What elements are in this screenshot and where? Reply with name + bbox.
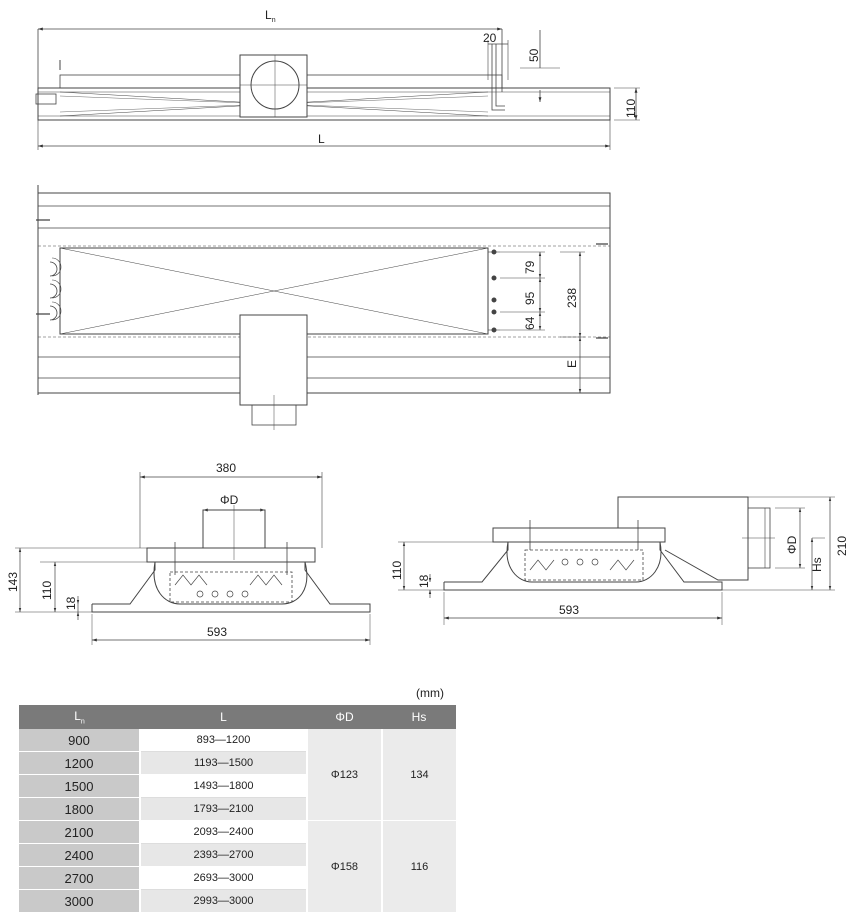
dim-95-label: 95 bbox=[523, 291, 537, 305]
dim-79-label: 79 bbox=[523, 260, 537, 274]
ln-dim-label: Ln bbox=[265, 8, 276, 24]
cell-l: 1193—1500 bbox=[140, 751, 308, 775]
cell-phid-group-1: Φ123 bbox=[307, 729, 383, 821]
table-row: 2700 2693—3000 bbox=[19, 866, 456, 890]
cell-ln: 1500 bbox=[19, 774, 141, 798]
cell-ln: 1800 bbox=[19, 797, 141, 821]
cell-ln: 900 bbox=[19, 729, 141, 752]
header-phid: ΦD bbox=[307, 705, 382, 729]
dim-phid-left-label: ΦD bbox=[220, 493, 239, 507]
cell-l: 1793—2100 bbox=[140, 797, 308, 821]
unit-label: (mm) bbox=[416, 686, 444, 700]
dim-380-label: 380 bbox=[216, 461, 236, 475]
cell-ln: 1200 bbox=[19, 751, 141, 775]
dim-110-right-label: 110 bbox=[390, 561, 404, 580]
dim-18-right-label: 18 bbox=[417, 574, 431, 588]
dim-143-label: 143 bbox=[6, 572, 20, 592]
dim-20-label: 20 bbox=[483, 31, 497, 45]
dim-hs-label: Hs bbox=[810, 557, 824, 572]
cell-hs-group-2: 116 bbox=[382, 820, 456, 913]
cell-l: 893—1200 bbox=[140, 729, 308, 752]
table-header-row: Ln L ΦD Hs bbox=[19, 705, 456, 729]
top-elevation-view bbox=[35, 27, 640, 150]
dim-210-label: 210 bbox=[835, 536, 849, 556]
dim-110-left-label: 110 bbox=[40, 581, 54, 600]
cell-phid-group-2: Φ158 bbox=[307, 820, 383, 913]
cell-hs-group-1: 134 bbox=[382, 729, 456, 821]
dim-phid-right-label: ΦD bbox=[785, 535, 799, 554]
cell-l: 2393—2700 bbox=[140, 843, 308, 867]
table-row: 1800 1793—2100 bbox=[19, 797, 456, 821]
table-row: 2400 2393—2700 bbox=[19, 843, 456, 867]
cell-ln: 2100 bbox=[19, 820, 141, 844]
right-section-view bbox=[398, 496, 835, 625]
dim-50-label: 50 bbox=[527, 48, 541, 62]
dim-64-label: 64 bbox=[523, 316, 537, 330]
cell-l: 2693—3000 bbox=[140, 866, 308, 890]
plan-view bbox=[36, 185, 611, 430]
dim-e-label: E bbox=[565, 360, 579, 368]
dim-18-left-label: 18 bbox=[64, 596, 78, 610]
header-l: L bbox=[140, 705, 307, 729]
dim-238-label: 238 bbox=[565, 288, 579, 308]
header-ln: Ln bbox=[19, 705, 140, 729]
cell-ln: 3000 bbox=[19, 889, 141, 913]
spec-table: Ln L ΦD Hs 900 893—1200 Φ123 134 1200 11… bbox=[19, 705, 456, 913]
table-row: 1200 1193—1500 bbox=[19, 751, 456, 775]
table-row: 1500 1493—1800 bbox=[19, 774, 456, 798]
l-dim-label: L bbox=[318, 132, 325, 146]
header-hs: Hs bbox=[382, 705, 456, 729]
table-row: 3000 2993—3000 bbox=[19, 889, 456, 913]
cell-l: 1493—1800 bbox=[140, 774, 308, 798]
cell-ln: 2400 bbox=[19, 843, 141, 867]
table-row: 2100 2093—2400 Φ158 116 bbox=[19, 820, 456, 913]
dim-110-top-label: 110 bbox=[624, 99, 638, 118]
dim-593-right-label: 593 bbox=[559, 603, 579, 617]
dim-593-left-label: 593 bbox=[207, 625, 227, 639]
left-section-view bbox=[15, 472, 371, 645]
table-row: 900 893—1200 Φ123 134 bbox=[19, 729, 456, 821]
cell-ln: 2700 bbox=[19, 866, 141, 890]
cell-l: 2093—2400 bbox=[140, 820, 308, 844]
cell-l: 2993—3000 bbox=[140, 889, 308, 913]
